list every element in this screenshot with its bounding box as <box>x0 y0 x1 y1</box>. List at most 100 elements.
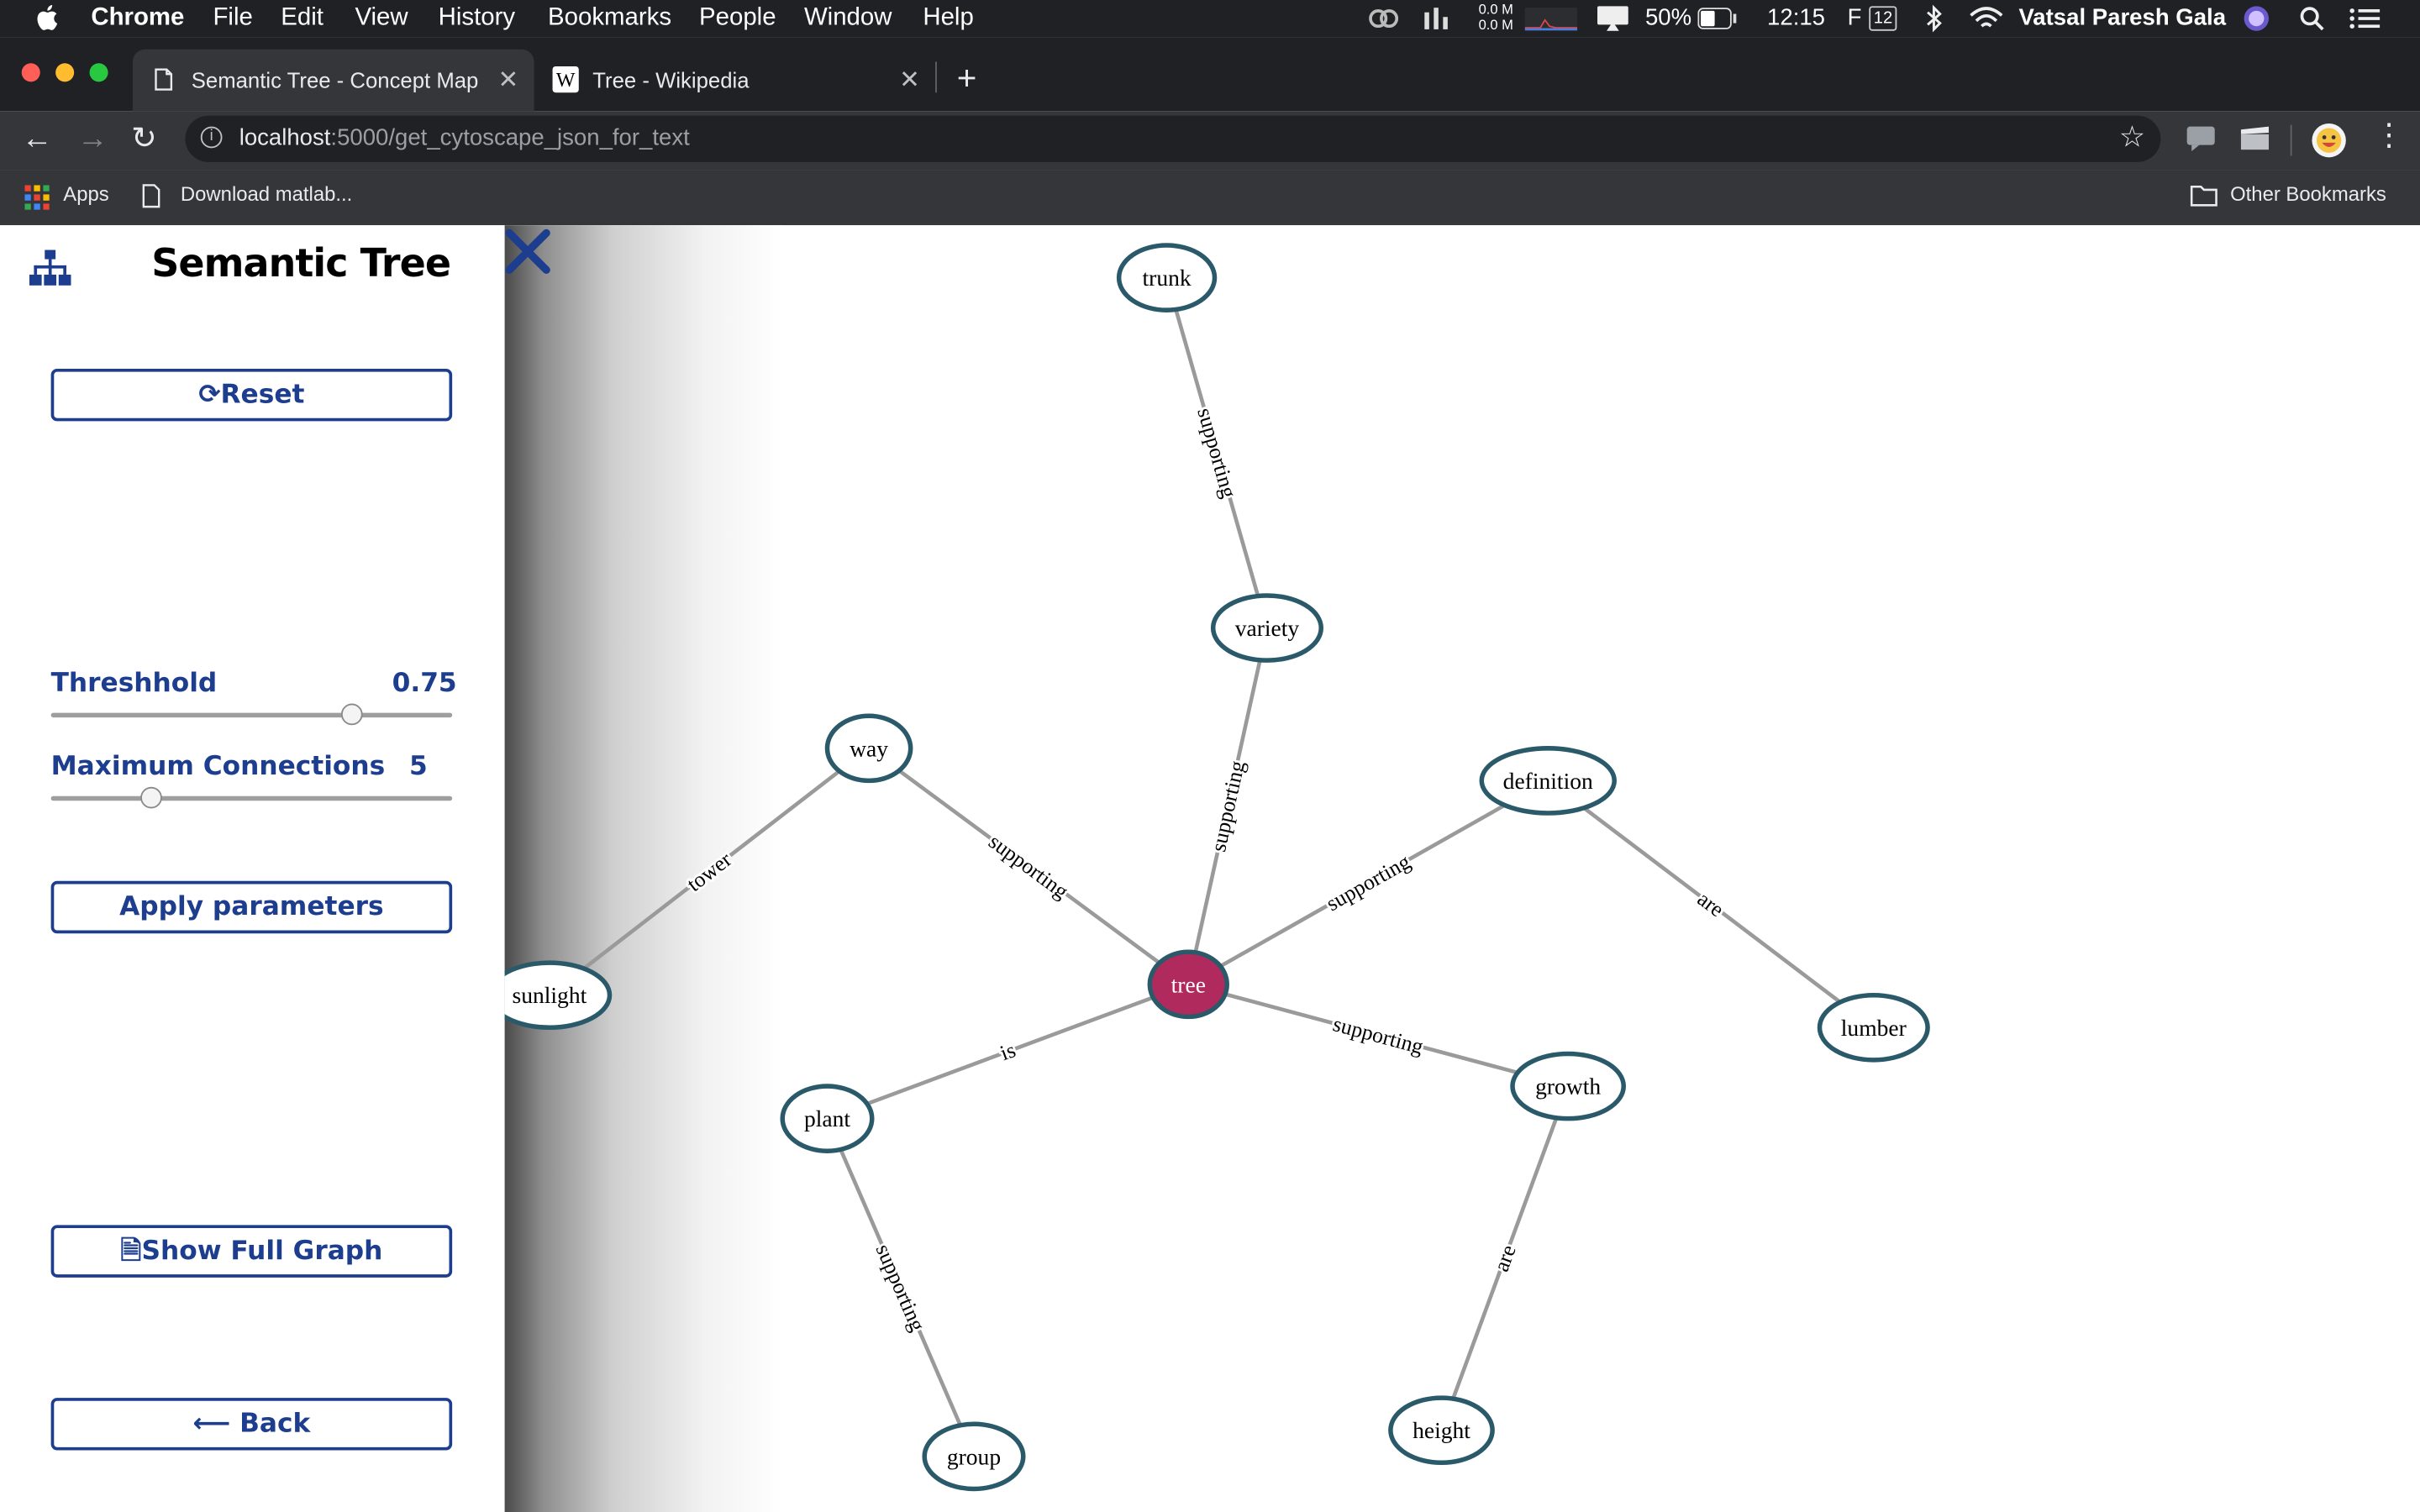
node-label: variety <box>1235 615 1300 641</box>
menu-history[interactable]: History <box>438 4 516 31</box>
close-tab-icon[interactable]: ✕ <box>899 67 920 95</box>
node-ellipse[interactable] <box>1479 746 1617 816</box>
node-ellipse[interactable] <box>824 713 913 784</box>
profile-avatar-icon[interactable] <box>2311 122 2348 159</box>
siri-icon[interactable] <box>2243 5 2270 33</box>
node-group[interactable]: group <box>922 1421 1026 1492</box>
edge-way-sunlight[interactable] <box>548 746 871 997</box>
chat-extension-icon[interactable] <box>2186 125 2217 153</box>
user-name-text[interactable]: Vatsal Paresh Gala <box>2018 4 2227 31</box>
edge-label: supporting <box>1322 849 1414 916</box>
menu-bookmarks[interactable]: Bookmarks <box>548 4 672 31</box>
bluetooth-icon[interactable] <box>1923 4 1945 33</box>
menu-file[interactable]: File <box>213 4 253 31</box>
f-number-badge[interactable]: 12 <box>1869 6 1897 31</box>
node-sunlight[interactable]: sunlight <box>504 960 613 1031</box>
node-ellipse[interactable] <box>1388 1395 1495 1465</box>
bookmark-other[interactable]: Other Bookmarks <box>2230 181 2386 206</box>
menu-app-name[interactable]: Chrome <box>91 4 185 31</box>
window-maximize-button[interactable] <box>89 63 108 82</box>
node-variety[interactable]: variety <box>1210 593 1323 663</box>
address-bar[interactable]: i localhost:5000/get_cytoscape_json_for_… <box>185 115 2161 162</box>
new-tab-icon[interactable]: + <box>956 58 977 97</box>
window-close-button[interactable] <box>21 63 40 82</box>
url-text[interactable]: localhost:5000/get_cytoscape_json_for_te… <box>239 125 690 151</box>
edge-growth-height[interactable] <box>1439 1085 1570 1431</box>
sitemap-icon[interactable] <box>29 249 71 287</box>
net-up-text: 0.0 M <box>1478 1 1513 18</box>
max-connections-slider-thumb[interactable] <box>140 786 162 809</box>
node-height[interactable]: height <box>1388 1395 1495 1465</box>
chrome-menu-icon[interactable]: ⋮ <box>2373 118 2405 153</box>
clapper-extension-icon[interactable] <box>2239 126 2270 151</box>
site-info-icon[interactable]: i <box>200 126 223 149</box>
close-sidebar-icon[interactable] <box>505 225 551 277</box>
node-trunk[interactable]: trunk <box>1116 243 1218 312</box>
sidebar-shadow <box>504 225 783 1512</box>
menu-edit[interactable]: Edit <box>281 4 324 31</box>
edge-label: is <box>997 1037 1018 1065</box>
max-connections-slider-track[interactable] <box>50 795 453 801</box>
wifi-icon[interactable] <box>1968 5 2005 33</box>
node-ellipse[interactable] <box>1510 1051 1626 1121</box>
node-ellipse[interactable] <box>1147 949 1229 1020</box>
menu-view[interactable]: View <box>355 4 408 31</box>
edge-way-tree[interactable] <box>867 746 1190 986</box>
apps-grid-icon[interactable] <box>24 185 50 210</box>
back-arrow-icon[interactable]: ← <box>21 122 53 156</box>
threshold-slider-track[interactable] <box>50 712 453 718</box>
node-ellipse[interactable] <box>1817 992 1930 1063</box>
apple-icon[interactable] <box>34 3 58 33</box>
edge-tree-growth[interactable] <box>1187 982 1569 1089</box>
forward-arrow-icon[interactable]: → <box>76 122 108 156</box>
spotlight-search-icon[interactable] <box>2300 6 2324 31</box>
edge-definition-lumber[interactable] <box>1546 779 1876 1030</box>
edge-tree-plant[interactable] <box>826 982 1190 1121</box>
threshold-slider-thumb[interactable] <box>340 703 363 726</box>
creative-cloud-icon[interactable] <box>1367 6 1401 30</box>
edge-variety-tree[interactable] <box>1186 627 1270 985</box>
show-full-graph-button[interactable]: 🗎Show Full Graph <box>50 1225 453 1278</box>
bookmark-star-icon[interactable]: ☆ <box>2118 122 2146 155</box>
battery-icon[interactable] <box>1697 8 1738 29</box>
tab-wikipedia[interactable]: W Tree - Wikipedia ✕ <box>534 50 936 111</box>
menu-help[interactable]: Help <box>923 4 974 31</box>
node-ellipse[interactable] <box>780 1084 875 1153</box>
node-lumber[interactable]: lumber <box>1817 992 1930 1063</box>
edge-trunk-variety[interactable] <box>1165 276 1270 629</box>
battery-percent-text: 50% <box>1644 4 1692 31</box>
notification-center-icon[interactable] <box>2349 6 2381 30</box>
clock-text[interactable]: 12:15 <box>1767 4 1826 31</box>
wikipedia-icon: W <box>552 66 579 93</box>
browser-toolbar: ← → ↻ i localhost:5000/get_cytoscape_jso… <box>0 111 2420 171</box>
display-mirroring-icon[interactable] <box>1596 5 1629 33</box>
node-growth[interactable]: growth <box>1510 1051 1626 1121</box>
node-tree[interactable]: tree <box>1147 949 1229 1020</box>
page-icon <box>142 184 160 208</box>
reload-icon[interactable]: ↻ <box>131 122 157 156</box>
apply-parameters-button[interactable]: Apply parameters <box>50 880 453 934</box>
tab-semantic-tree[interactable]: Semantic Tree - Concept Map ✕ <box>132 49 534 112</box>
node-label: lumber <box>1841 1015 1907 1041</box>
node-plant[interactable]: plant <box>780 1084 875 1153</box>
istat-icon[interactable] <box>1423 6 1450 30</box>
node-ellipse[interactable] <box>1210 593 1323 663</box>
back-button[interactable]: ⟵ Back <box>50 1398 453 1451</box>
node-ellipse[interactable] <box>1116 243 1218 312</box>
edge-plant-group[interactable] <box>825 1117 976 1457</box>
node-ellipse[interactable] <box>922 1421 1026 1492</box>
edge-definition-tree[interactable] <box>1187 779 1549 986</box>
network-graph-icon <box>1524 8 1578 31</box>
menu-people[interactable]: People <box>699 4 776 31</box>
node-definition[interactable]: definition <box>1479 746 1617 816</box>
reset-button[interactable]: ⟳Reset <box>50 368 453 422</box>
bookmark-apps[interactable]: Apps <box>63 181 109 206</box>
node-way[interactable]: way <box>824 713 913 784</box>
menu-window[interactable]: Window <box>803 4 892 31</box>
close-tab-icon[interactable]: ✕ <box>497 67 519 95</box>
bookmark-download-matlab[interactable]: Download matlab... <box>180 181 353 206</box>
node-ellipse[interactable] <box>504 960 613 1031</box>
window-minimize-button[interactable] <box>55 63 75 82</box>
